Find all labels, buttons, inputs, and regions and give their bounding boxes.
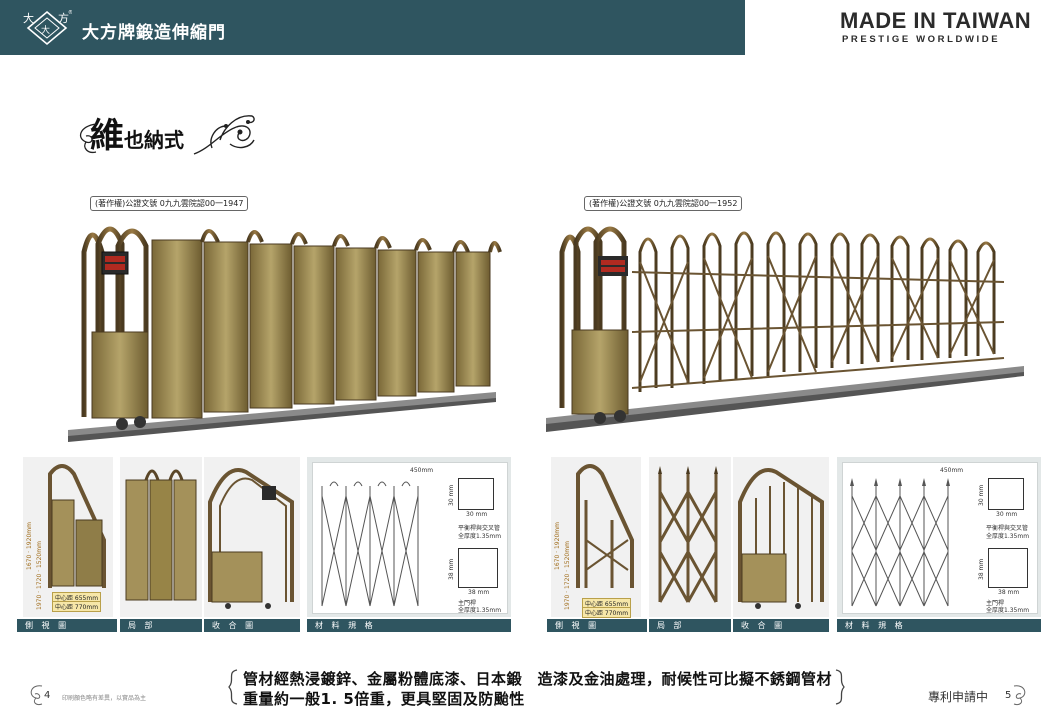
label-detail-left: 局 部	[120, 619, 202, 632]
label-side-view-left: 側 視 圖	[17, 619, 117, 632]
side-view-drawing-left	[48, 464, 106, 588]
detail-drawing-right	[658, 466, 718, 603]
label-folded-left: 收 合 圖	[204, 619, 300, 632]
spec-note2-b-left: 全厚度1.35mm	[458, 607, 502, 614]
folded-drawing-left	[208, 468, 294, 609]
side-view-drawing-right	[576, 464, 634, 588]
svg-text:方: 方	[58, 11, 69, 25]
svg-text:大: 大	[41, 24, 50, 36]
label-spec-right: 材 料 規 格	[837, 619, 1041, 632]
page-number-right: 5	[1005, 690, 1012, 701]
label-folded-right: 收 合 圖	[733, 619, 829, 632]
spec-note2-a-right: 主門桿	[986, 600, 1005, 607]
style-title-rest: 也納式	[124, 128, 184, 152]
spec-note1-a-right: 平衡桿與交叉管	[986, 525, 1029, 532]
made-in-taiwan: MADE IN TAIWAN	[840, 8, 1032, 33]
brand-title: 大方牌鍛造伸縮門	[82, 23, 226, 43]
spec-box1-side-left: 30 mm	[448, 484, 455, 506]
spec-box2-bottom-left: 38 mm	[468, 589, 490, 596]
spec-box1-side-right: 30 mm	[978, 484, 985, 506]
spec-drawing-left	[312, 462, 508, 614]
ornament-flourish-icon	[193, 115, 255, 155]
page-swirl-right-icon	[1013, 685, 1026, 705]
spec-top-dim-left: 450mm	[410, 467, 434, 474]
spec-note1-b-left: 全厚度1.35mm	[458, 533, 502, 540]
spec-note2-b-right: 全厚度1.35mm	[986, 607, 1030, 614]
side-height-dim-left: 1670 · 1920mm	[26, 522, 33, 570]
spec-note1-b-right: 全厚度1.35mm	[986, 533, 1030, 540]
print-note: 印刷顏色略有差異，以實品為主	[62, 695, 147, 702]
spec-box1-bottom-left: 30 mm	[466, 511, 488, 518]
spec-box2-right	[988, 548, 1028, 588]
gate-image-lattice	[546, 226, 1024, 432]
bracket-left-icon	[228, 669, 238, 705]
side-height-dim2-left: 1970 · 1720 · 1520mm	[36, 541, 43, 610]
side-height-dim2-right: 1970 · 1720 · 1520mm	[564, 541, 571, 610]
gate-image-panel	[68, 226, 502, 442]
center-distance-2-right: 中心距 770mm	[582, 607, 632, 618]
style-title: 維也納式	[90, 108, 184, 157]
center-distance-2-left: 中心距 770mm	[52, 601, 102, 612]
svg-text:®: ®	[68, 9, 72, 16]
spec-lattice-right	[850, 478, 950, 607]
label-side-view-right: 側 視 圖	[547, 619, 647, 632]
tagline: PRESTIGE WORLDWIDE	[842, 34, 1001, 45]
copyright-label-left: (著作權)公證文號 0九九雲院認00一1947	[90, 196, 249, 211]
spec-box2-side-right: 38 mm	[978, 558, 985, 580]
spec-box2-bottom-right: 38 mm	[998, 589, 1020, 596]
spec-box2-side-left: 38 mm	[448, 558, 455, 580]
side-height-dim-right: 1670 · 1920mm	[554, 522, 561, 570]
patent-pending: 專利申請中	[928, 690, 989, 704]
bracket-right-icon	[835, 669, 845, 705]
footer-line-1: 管材經熱浸鍍鋅、金屬粉體底漆、日本鍛 造漆及金油處理，耐候性可比擬不銹鋼管材	[243, 670, 833, 688]
folded-drawing-right	[738, 468, 824, 609]
spec-box1-bottom-right: 30 mm	[996, 511, 1018, 518]
spec-top-dim-right: 450mm	[940, 467, 964, 474]
brand-logo-icon: 大 大 方 ®	[23, 9, 72, 46]
spec-box1-left	[458, 478, 494, 510]
spec-box1-right	[988, 478, 1024, 510]
page-number-left: 4	[44, 690, 51, 701]
spec-note1-a-left: 平衡桿與交叉管	[458, 525, 501, 532]
label-detail-right: 局 部	[649, 619, 731, 632]
header-bar	[0, 0, 745, 55]
spec-note2-a-left: 主門桿	[458, 600, 477, 607]
label-spec-left: 材 料 規 格	[307, 619, 511, 632]
page-swirl-left-icon	[30, 685, 43, 705]
copyright-label-right: (著作權)公證文號 0九九雲院認00一1952	[584, 196, 743, 211]
ornament-left-icon	[79, 123, 97, 154]
spec-lattice-left	[321, 481, 419, 607]
detail-drawing-left	[125, 469, 197, 601]
style-title-big: 維	[90, 116, 124, 156]
side-view-right	[551, 457, 641, 617]
svg-text:大: 大	[23, 11, 34, 25]
footer-line-2: 重量約一般1. 5倍重，更具堅固及防颱性	[243, 690, 525, 708]
spec-box2-left	[458, 548, 498, 588]
